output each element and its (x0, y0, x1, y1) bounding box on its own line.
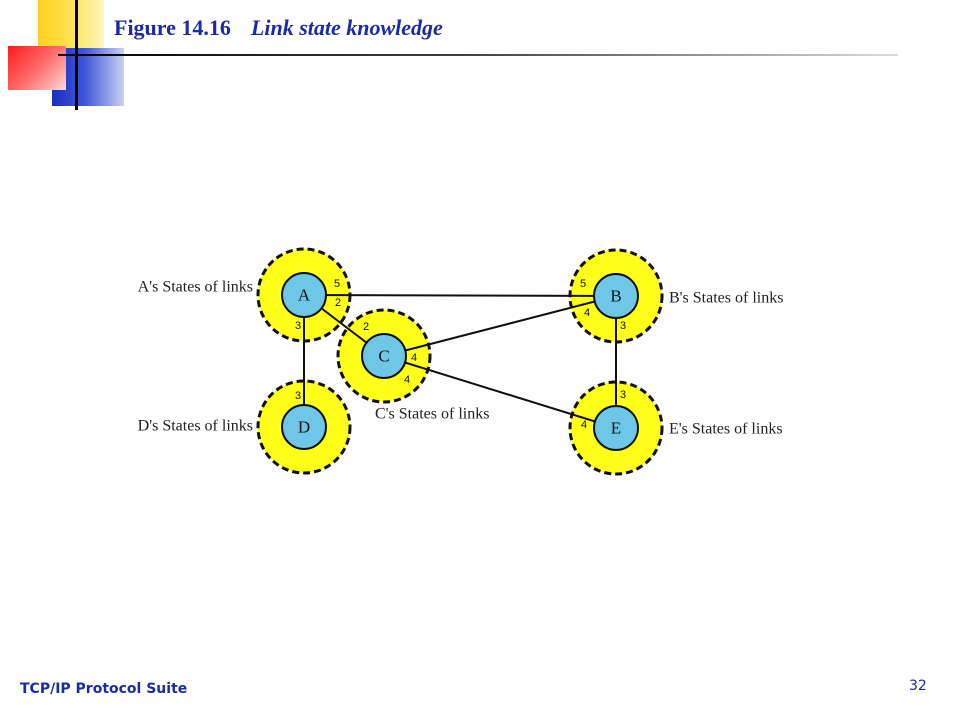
states-label-a: A's States of links (138, 279, 253, 296)
cost-a-b-a: 5 (334, 278, 340, 290)
cost-a-d-a: 3 (295, 320, 301, 332)
node-d (281, 404, 327, 450)
slide-title: Figure 14.16 Link state knowledge (114, 15, 443, 41)
title-underline (58, 54, 898, 56)
link-a-b (303, 294, 617, 297)
cost-c-e-c: 4 (404, 374, 410, 386)
states-label-d: D's States of links (138, 418, 253, 435)
states-label-c: C's States of links (375, 406, 489, 423)
page-number: 32 (909, 678, 927, 694)
decor-red-block (8, 46, 66, 90)
states-label-e: E's States of links (669, 421, 783, 438)
footer-suite: TCP/IP Protocol Suite (20, 681, 188, 697)
node-e (593, 405, 639, 451)
node-label-a: A (298, 286, 311, 305)
node-label-e: E (611, 419, 621, 438)
node-c (361, 333, 407, 379)
link-b-c (383, 295, 617, 357)
node-label-c: C (378, 347, 389, 366)
link-c-e (383, 355, 617, 429)
cost-b-c-c: 4 (411, 352, 417, 364)
states-label-b: B's States of links (669, 290, 783, 307)
cost-a-c-a: 2 (335, 297, 341, 309)
node-b (593, 273, 639, 319)
cost-b-e-e: 3 (620, 389, 626, 401)
cost-b-c-b: 4 (584, 307, 590, 319)
cost-a-c-c: 2 (363, 321, 369, 333)
node-label-d: D (298, 418, 310, 437)
figure-number: Figure 14.16 (114, 15, 231, 40)
cost-c-e-e: 4 (581, 419, 587, 431)
node-label-b: B (610, 287, 621, 306)
cost-a-d-d: 3 (295, 390, 301, 402)
cost-a-b-b: 5 (580, 278, 586, 290)
node-a (281, 272, 327, 318)
cost-b-e-b: 3 (620, 320, 626, 332)
figure-caption: Link state knowledge (250, 15, 443, 40)
